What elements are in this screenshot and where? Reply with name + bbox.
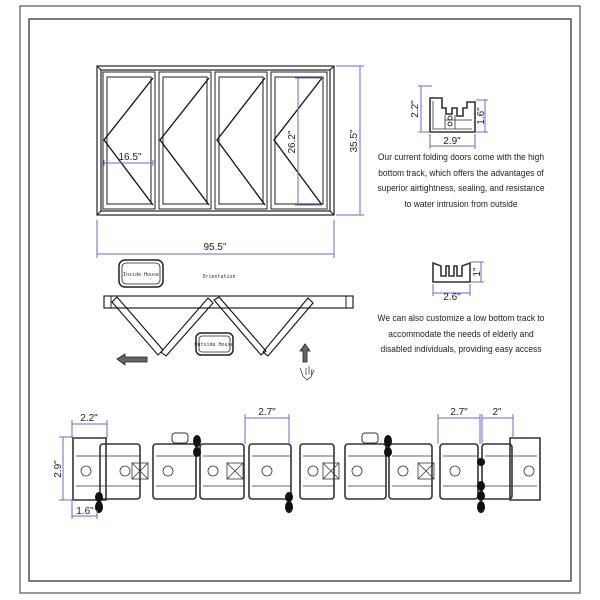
overall-height-label: 35.5" bbox=[349, 129, 360, 152]
arrow-up-icon bbox=[299, 343, 311, 363]
end-width-label: 2" bbox=[492, 407, 502, 418]
frame-width-label: 2.2" bbox=[80, 413, 98, 424]
high-track-description: Our current folding doors come with the … bbox=[377, 152, 545, 210]
door-elevation: 16.5" 26.2" 35.5" 95.5" bbox=[96, 65, 364, 258]
low-track-width: 2.6" bbox=[443, 292, 461, 303]
high-track-profile: 2.2" 1.6" 2.9" bbox=[410, 85, 488, 149]
orientation-label: Orientation bbox=[202, 274, 235, 280]
panel-width-label: 16.5" bbox=[118, 152, 141, 163]
outside-house-box bbox=[195, 332, 234, 356]
outer-border bbox=[19, 5, 581, 594]
high-track-right-height: 1.6" bbox=[476, 107, 487, 125]
gasket-offset-label: 1.6" bbox=[76, 506, 94, 517]
track-bar bbox=[103, 295, 354, 309]
plan-view: Inside House Orientation Outside House bbox=[103, 259, 354, 381]
frame-depth-label: 2.9" bbox=[53, 460, 64, 478]
sash-width-b-label: 2.7" bbox=[450, 407, 468, 418]
high-track-left-height: 2.2" bbox=[410, 100, 421, 118]
low-track-height: 1" bbox=[472, 267, 483, 277]
swing-indicators bbox=[103, 77, 323, 206]
inner-border bbox=[28, 18, 572, 582]
sash-width-a-label: 2.7" bbox=[258, 407, 276, 418]
horizontal-section: 2.2" 2.9" 1.6" 2.7" 2.7" 2" bbox=[53, 407, 541, 519]
inside-house-label: Inside House bbox=[123, 272, 159, 278]
arrow-left-icon bbox=[116, 353, 148, 366]
low-track-profile: 1" 2.6" bbox=[432, 261, 484, 303]
outside-house-label: Outside House bbox=[194, 342, 233, 348]
folding-panels bbox=[111, 296, 314, 357]
low-track-description: We can also customize a low bottom track… bbox=[377, 313, 545, 355]
profile-details bbox=[76, 455, 537, 487]
high-track-width: 2.9" bbox=[443, 136, 461, 147]
panel-height-label: 26.2" bbox=[287, 130, 298, 153]
hand-icon bbox=[299, 366, 315, 381]
overall-width-label: 95.5" bbox=[203, 242, 226, 253]
handles bbox=[171, 432, 379, 444]
inside-house-box bbox=[118, 259, 164, 288]
